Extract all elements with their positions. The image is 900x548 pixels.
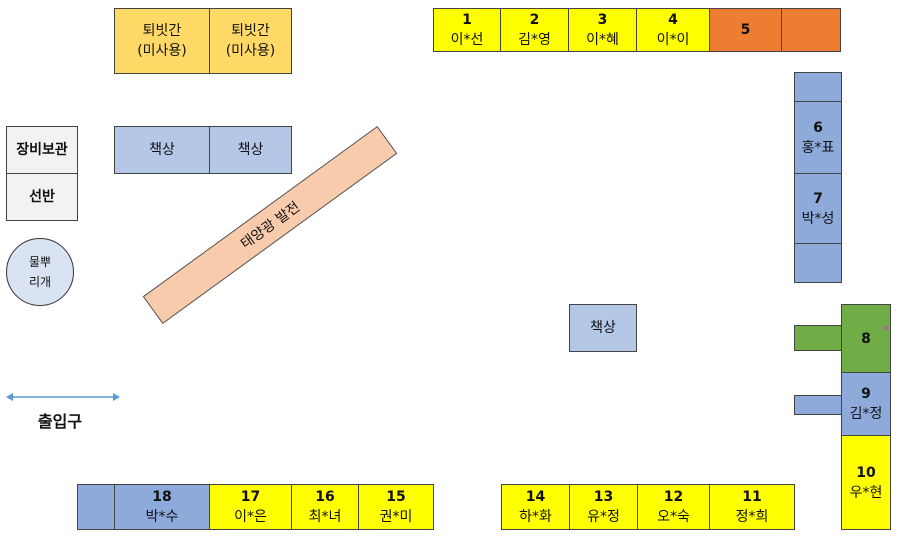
seat-7-bottom-cap (794, 243, 842, 283)
seat-7: 7 박*성 (794, 173, 842, 244)
seat-4-number: 4 (668, 12, 678, 28)
seat-14-number: 14 (525, 489, 546, 505)
seat-1-number: 1 (462, 12, 472, 28)
seat-15-number: 15 (386, 489, 406, 505)
seat-4: 4 이*이 (636, 8, 710, 52)
seat-16-number: 16 (315, 489, 335, 505)
break-room-1: 퇴빗간 (미사용) (114, 8, 210, 74)
seat-18: 18 박*수 (114, 484, 210, 530)
seat-5-extension (781, 8, 841, 52)
seat-8-tab (794, 325, 842, 351)
seat-10-name: 우*현 (849, 484, 883, 501)
seat-6: 6 홍*표 (794, 101, 842, 174)
seat-15: 15 권*미 (358, 484, 434, 530)
seat-2-name: 김*영 (518, 32, 551, 48)
seat-18-name: 박*수 (145, 509, 179, 525)
watering-can: 물뿌리개 (6, 238, 74, 306)
seat-4-name: 이*이 (656, 32, 690, 48)
desk-left-1-label: 책상 (149, 142, 175, 158)
seat-9-number: 9 (861, 386, 871, 402)
seat-6-name: 홍*표 (801, 139, 835, 156)
seat-9-tab (794, 395, 842, 415)
equipment-storage: 장비보관 (6, 126, 78, 174)
shelf: 선반 (6, 173, 78, 221)
equipment-storage-label: 장비보관 (16, 142, 68, 158)
entrance-arrow (6, 393, 120, 401)
seat-3-name: 이*혜 (586, 32, 619, 48)
seat-8-number: 8 (861, 330, 871, 347)
seat-7-name: 박*성 (801, 210, 835, 227)
seat-7-number: 7 (813, 190, 823, 207)
seat-6-top-cap (794, 72, 842, 102)
shelf-label: 선반 (29, 189, 55, 205)
seat-18-number: 18 (152, 489, 172, 505)
seat-16: 16 최*녀 (291, 484, 359, 530)
seat-10: 10 우*현 (841, 435, 891, 530)
seat-8: 8 (841, 304, 891, 373)
seat-16-name: 최*녀 (308, 509, 342, 525)
desk-left-2: 책상 (209, 126, 292, 174)
seat-9: 9 김*정 (841, 372, 891, 436)
seat-15-name: 권*미 (379, 509, 413, 525)
seat-10-number: 10 (856, 464, 876, 481)
seat-17-name: 이*은 (234, 509, 267, 525)
seat-1-name: 이*선 (450, 32, 484, 48)
seat-13-name: 유*정 (587, 509, 620, 525)
break-room-2: 퇴빗간 (미사용) (209, 8, 292, 74)
desk-left-2-label: 책상 (237, 142, 264, 158)
break-room-2-title: 퇴빗간 (231, 23, 270, 39)
seat-18-extension (77, 484, 115, 530)
seat-13: 13 유*정 (569, 484, 638, 530)
seat-12-number: 12 (663, 489, 684, 505)
desk-left-1: 책상 (114, 126, 210, 174)
seat-3: 3 이*혜 (568, 8, 637, 52)
seat-11: 11 정*희 (709, 484, 795, 530)
entrance-label: 출입구 (37, 412, 83, 431)
seat-12: 12 오*숙 (637, 484, 710, 530)
watering-can-label: 물뿌리개 (28, 255, 52, 289)
break-room-2-note: (미사용) (225, 43, 276, 59)
break-room-1-note: (미사용) (137, 43, 187, 59)
seat-14-name: 하*화 (519, 509, 552, 525)
desk-center-label: 책상 (590, 320, 616, 336)
seat-2: 2 김*영 (500, 8, 569, 52)
break-room-1-title: 퇴빗간 (142, 23, 182, 39)
seat-2-number: 2 (529, 12, 540, 28)
seat-17: 17 이*은 (209, 484, 292, 530)
seat-17-number: 17 (240, 489, 261, 505)
seat-5-number: 5 (740, 22, 751, 38)
seat-12-name: 오*숙 (657, 509, 690, 525)
seat-6-number: 6 (813, 119, 823, 136)
desk-center: 책상 (569, 304, 637, 352)
seat-5: 5 (709, 8, 782, 52)
seat-3-number: 3 (597, 12, 608, 28)
seat-11-number: 11 (742, 489, 762, 505)
marker-dot (884, 326, 888, 330)
solar-panel-label: 태양광 발전 (238, 199, 304, 253)
seat-14: 14 하*화 (501, 484, 570, 530)
seat-9-name: 김*정 (849, 406, 883, 422)
seat-1: 1 이*선 (433, 8, 501, 52)
seat-11-name: 정*희 (735, 509, 769, 525)
seat-13-number: 13 (593, 489, 614, 505)
